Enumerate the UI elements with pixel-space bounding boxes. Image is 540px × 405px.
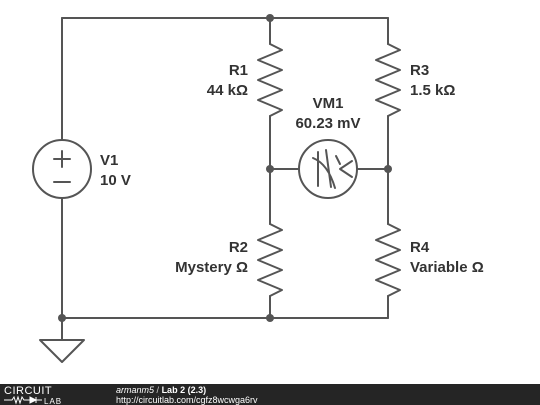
voltmeter-arrow-icon (339, 160, 353, 178)
resistor-r3-symbol[interactable] (375, 43, 401, 117)
voltmeter-name-label: VM1 (313, 95, 344, 112)
r4-name-label: R4 (410, 239, 430, 256)
junction-dot (266, 14, 274, 22)
author-link[interactable]: armanm5 (116, 385, 155, 395)
resistor-r2-symbol[interactable] (257, 223, 283, 297)
ground-symbol (39, 339, 85, 363)
r3-name-label: R3 (410, 62, 429, 79)
r1-name-label: R1 (229, 62, 248, 79)
junction-dot (58, 314, 66, 322)
resistor-r1-symbol[interactable] (257, 43, 283, 117)
source-name-label: V1 (100, 152, 118, 169)
logo-diode-icon (29, 396, 38, 404)
logo-text-top: CIRCUIT (4, 385, 52, 397)
circuit-meta: armanm5 / Lab 2 (2.3) http://circuitlab.… (116, 385, 258, 405)
voltage-source-v1[interactable] (32, 139, 92, 199)
circuitlab-logo[interactable]: CIRCUIT LAB (4, 384, 94, 405)
source-value-label: 10 V (100, 172, 131, 189)
resistor-r4-symbol[interactable] (375, 223, 401, 297)
r2-name-label: R2 (229, 239, 248, 256)
r1-value-label: 44 kΩ (207, 82, 248, 99)
voltmeter-value-label: 60.23 mV (295, 115, 360, 132)
circuit-author-line: armanm5 / Lab 2 (2.3) (116, 385, 258, 395)
junction-dot (266, 314, 274, 322)
meta-separator: / (156, 385, 160, 395)
r4-value-label: Variable Ω (410, 259, 484, 276)
logo-text-bottom: LAB (44, 397, 62, 405)
circuit-title: Lab 2 (2.3) (161, 385, 207, 395)
junction-dot (384, 165, 392, 173)
circuit-schematic: V1 10 V R1 44 kΩ R2 Mystery Ω R3 1.5 kΩ … (32, 14, 484, 363)
voltmeter-vm1[interactable] (298, 139, 358, 199)
r3-value-label: 1.5 kΩ (410, 82, 455, 99)
junction-dot (266, 165, 274, 173)
logo-resistor-icon (4, 395, 30, 405)
footer-bar: CIRCUIT LAB armanm5 / Lab 2 (2.3) http:/… (0, 384, 540, 405)
circuit-url[interactable]: http://circuitlab.com/cgfz8wcwga6rv (116, 395, 258, 405)
r2-value-label: Mystery Ω (175, 259, 248, 276)
voltmeter-dial-icon (312, 149, 341, 189)
